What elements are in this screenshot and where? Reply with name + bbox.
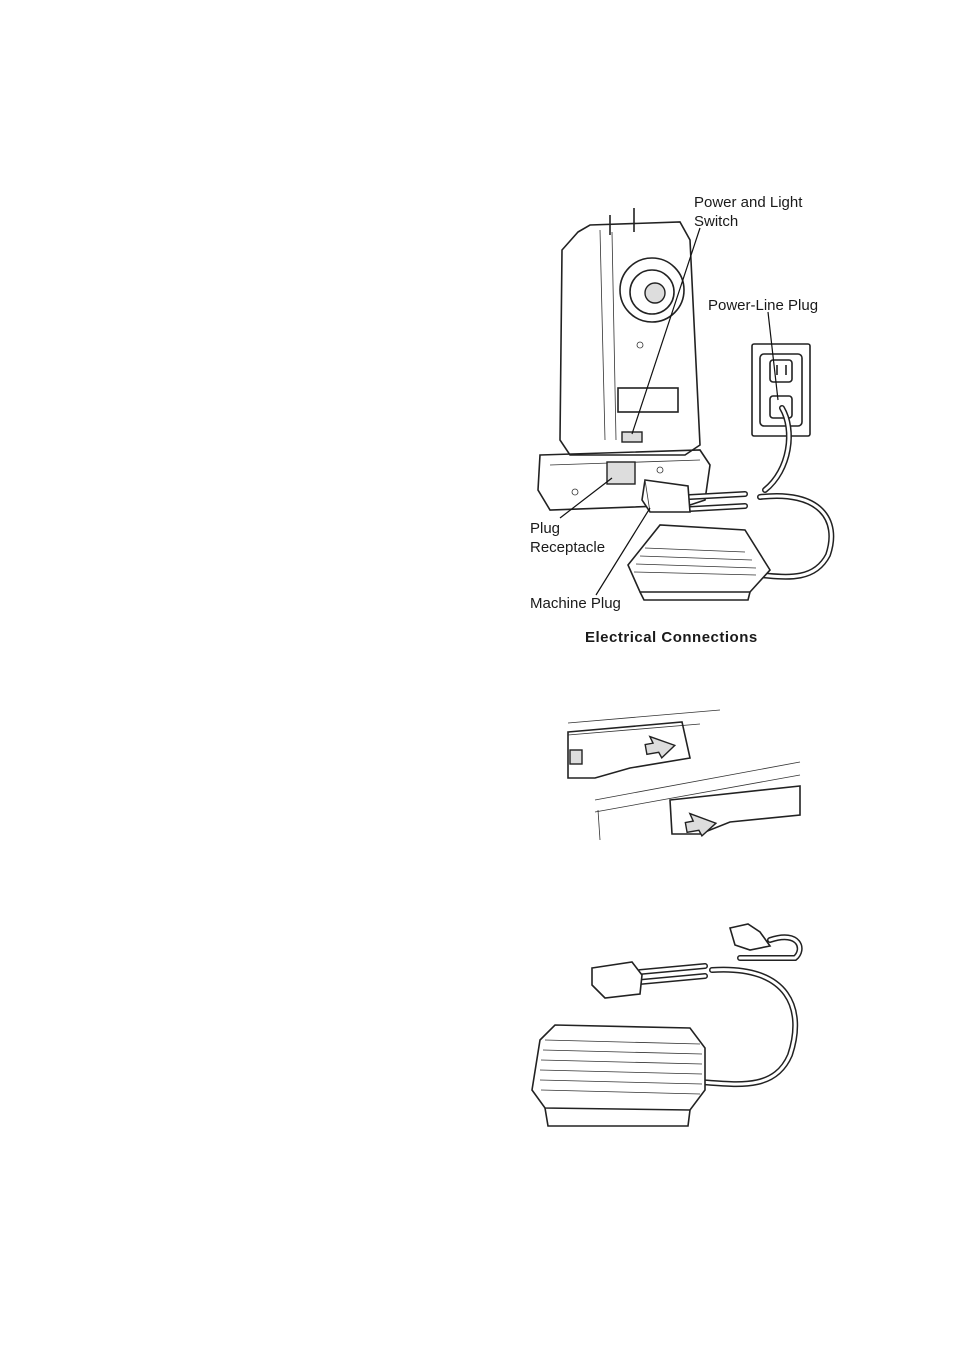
foot-controller: [628, 525, 770, 600]
figure-caption: Electrical Connections: [585, 629, 758, 646]
sewing-machine: [538, 208, 710, 510]
power-switch-label-line2: Switch: [694, 212, 802, 231]
plug-receptacle-label-line2: Receptacle: [530, 538, 605, 557]
plug-receptacle-label-line1: Plug: [530, 519, 605, 538]
power-and-light-switch-label: Power and Light Switch: [694, 193, 802, 231]
power-line-plug-label: Power-Line Plug: [708, 296, 818, 315]
foot-controller-with-cords: [532, 924, 800, 1126]
machine-plug-label: Machine Plug: [530, 594, 621, 613]
plug-insertion-diagram: [568, 710, 800, 840]
plug-receptacle-label: Plug Receptacle: [530, 519, 605, 557]
power-switch-label-line1: Power and Light: [694, 193, 802, 212]
wall-outlet: [752, 344, 810, 436]
